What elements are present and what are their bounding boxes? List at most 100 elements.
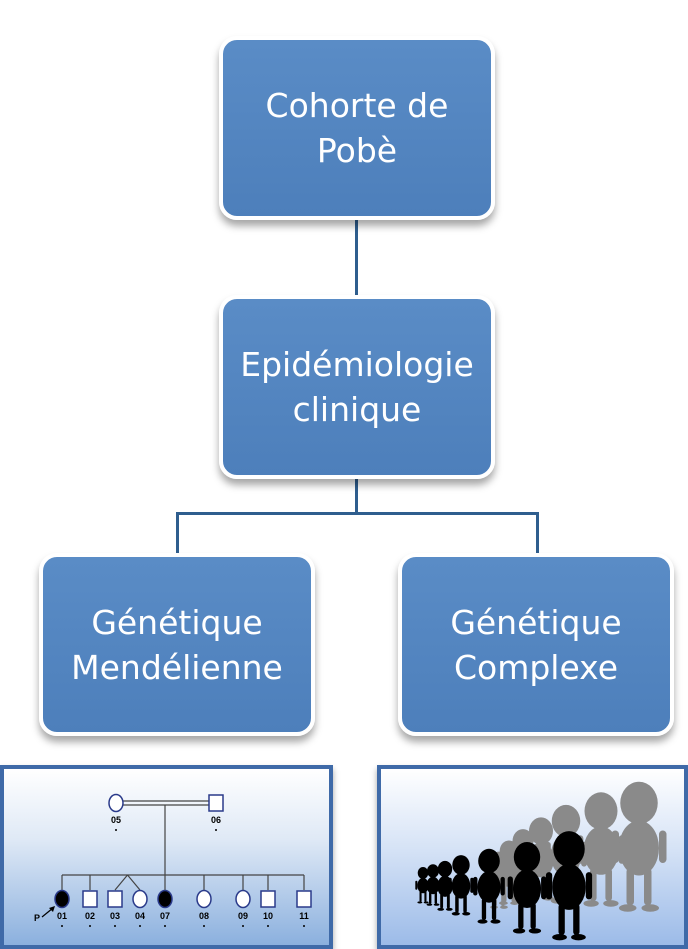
person-leg bbox=[424, 891, 427, 902]
person-head bbox=[529, 817, 553, 845]
pedigree-id-label: 06 bbox=[211, 815, 221, 825]
connector-right-drop bbox=[536, 512, 539, 553]
person-leg bbox=[446, 893, 450, 909]
person-foot bbox=[417, 901, 423, 904]
person-leg bbox=[573, 903, 580, 936]
person-body bbox=[512, 869, 542, 909]
pedigree-male-symbol bbox=[82, 890, 98, 908]
person-arm bbox=[434, 879, 438, 893]
person-leg bbox=[455, 895, 459, 913]
crowd-image bbox=[377, 765, 688, 949]
pedigree-female-symbol bbox=[108, 793, 124, 813]
pedigree-female-symbol bbox=[54, 889, 70, 909]
person-arm bbox=[659, 830, 667, 863]
pedigree-id-label: 04 bbox=[135, 911, 145, 921]
person-leg bbox=[626, 868, 634, 906]
node-genetique-mendelienne: Génétique Mendélienne bbox=[39, 553, 315, 736]
crowd-of-people-icon bbox=[415, 781, 667, 941]
pedigree-id-label: 05 bbox=[111, 815, 121, 825]
person-head bbox=[620, 781, 658, 825]
pedigree-sample-dot bbox=[267, 925, 269, 927]
person-head bbox=[584, 792, 618, 830]
pedigree-sample-dot bbox=[61, 925, 63, 927]
person-foot bbox=[423, 901, 429, 904]
person-arm bbox=[541, 876, 547, 900]
pedigree-female-symbol bbox=[235, 889, 251, 909]
node-epidemiologie-clinique: Epidémiologie clinique bbox=[219, 295, 495, 479]
pedigree-id-label: 11 bbox=[299, 911, 309, 921]
person-foot bbox=[500, 905, 508, 909]
person-arm bbox=[507, 876, 513, 900]
pedigree-sample-dot bbox=[114, 925, 116, 927]
proband-arrowhead-icon bbox=[49, 906, 55, 912]
pedigree-twin-line bbox=[127, 874, 141, 891]
person-foot bbox=[490, 919, 501, 924]
pedigree-twin-line bbox=[114, 874, 128, 891]
person-leg bbox=[518, 902, 524, 930]
proband-marker-label: P bbox=[34, 913, 40, 923]
pedigree-male-symbol bbox=[260, 890, 276, 908]
person-arm bbox=[424, 879, 427, 891]
node-genetique-complexe: Génétique Complexe bbox=[398, 553, 674, 736]
person-foot bbox=[499, 901, 508, 905]
person-body bbox=[451, 873, 471, 899]
person-leg bbox=[481, 898, 487, 921]
person-leg bbox=[605, 868, 612, 902]
pedigree-male-symbol bbox=[107, 890, 123, 908]
person-arm bbox=[545, 841, 551, 867]
pedigree-sample-dot bbox=[115, 829, 117, 831]
pedigree-id-label: 02 bbox=[85, 911, 95, 921]
person-foot bbox=[528, 928, 542, 934]
node-label: Cohorte de Pobè bbox=[265, 86, 449, 170]
person-foot bbox=[603, 900, 619, 907]
crowd-person-dark bbox=[473, 848, 505, 924]
crowd-person-grey bbox=[611, 781, 667, 912]
person-arm bbox=[470, 877, 474, 893]
pedigree-sample-dot bbox=[203, 925, 205, 927]
node-label: Epidémiologie clinique bbox=[240, 345, 474, 429]
pedigree-id-label: 01 bbox=[57, 911, 67, 921]
person-arm bbox=[545, 872, 553, 900]
person-leg bbox=[530, 902, 536, 930]
person-foot bbox=[462, 911, 471, 916]
pedigree-id-label: 09 bbox=[238, 911, 248, 921]
pedigree-sample-dot bbox=[215, 829, 217, 831]
person-leg bbox=[558, 903, 565, 936]
connector-left-drop bbox=[176, 512, 179, 553]
person-head bbox=[553, 831, 585, 867]
connector-top-mid bbox=[355, 220, 358, 295]
person-head bbox=[427, 864, 439, 878]
pedigree-female-symbol bbox=[196, 889, 212, 909]
person-foot bbox=[510, 901, 519, 905]
person-arm bbox=[507, 856, 512, 875]
person-arm bbox=[415, 880, 418, 890]
node-cohorte-de-pobe: Cohorte de Pobè bbox=[219, 36, 495, 220]
person-head bbox=[452, 855, 470, 875]
person-foot bbox=[619, 904, 637, 912]
pedigree-sample-dot bbox=[164, 925, 166, 927]
person-arm bbox=[500, 876, 505, 896]
pedigree-sample-dot bbox=[89, 925, 91, 927]
crowd-person-dark bbox=[507, 842, 547, 934]
pedigree-male-symbol bbox=[296, 890, 312, 908]
person-leg bbox=[419, 891, 422, 902]
pedigree-female-symbol bbox=[157, 889, 173, 909]
person-body bbox=[619, 820, 659, 876]
person-head bbox=[513, 842, 541, 872]
person-foot bbox=[477, 919, 488, 924]
person-arm bbox=[448, 877, 452, 893]
person-body bbox=[552, 863, 586, 910]
person-head bbox=[437, 860, 453, 878]
connector-horizontal bbox=[176, 512, 539, 515]
person-leg bbox=[491, 898, 497, 921]
person-arm bbox=[585, 872, 593, 900]
person-foot bbox=[512, 928, 526, 934]
person-leg bbox=[463, 895, 467, 913]
person-body bbox=[583, 826, 619, 875]
person-leg bbox=[429, 891, 432, 904]
person-head bbox=[551, 804, 581, 838]
person-leg bbox=[434, 891, 437, 904]
person-leg bbox=[440, 893, 444, 909]
person-leg bbox=[644, 868, 652, 906]
